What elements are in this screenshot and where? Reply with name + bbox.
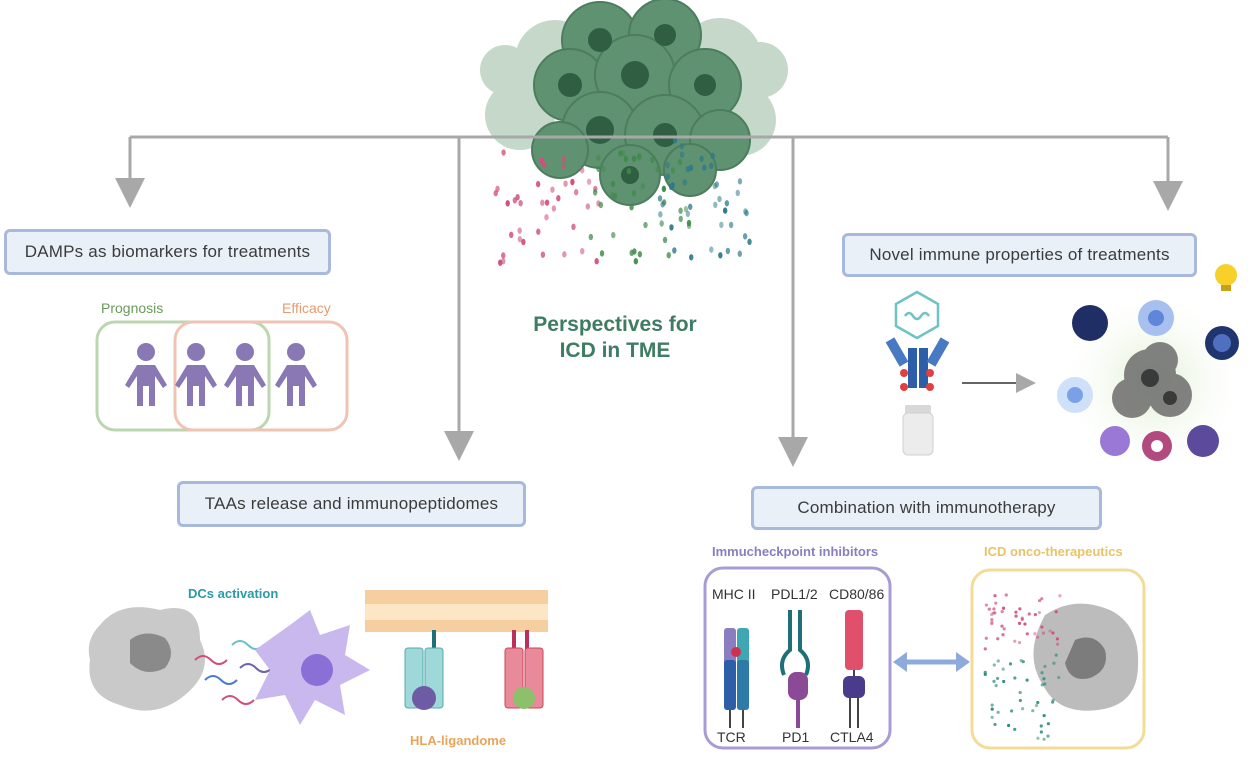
onco-particles: [983, 593, 1062, 741]
released-damps-particles: [493, 137, 752, 266]
efficacy-frame: [173, 320, 349, 432]
combination-box: Combination with immunotherapy: [751, 486, 1102, 530]
pd1-label: PD1: [782, 729, 810, 745]
person-icon: [175, 343, 217, 406]
virus-icon: [894, 290, 940, 340]
drug-bottle-icon: [902, 405, 934, 456]
tumor-cell-gray-icon: [1033, 603, 1139, 711]
person-icon: [125, 343, 167, 406]
pdl12-label: PDL1/2: [771, 586, 818, 602]
hla-class-ii-icon: [504, 630, 544, 709]
pdl1-pd1-icon: [780, 610, 810, 728]
prognosis-frame: [95, 320, 271, 432]
combination-double-arrow: [893, 652, 970, 672]
dendritic-cell-icon: [255, 610, 370, 725]
efficacy-label: Efficacy: [282, 300, 331, 316]
person-icon: [224, 343, 266, 406]
icd-onco-label: ICD onco-therapeutics: [984, 544, 1123, 559]
patient-group-icons: [125, 343, 317, 406]
title-line-2: ICD in TME: [559, 339, 671, 362]
immune-attack-icon: [1057, 287, 1248, 477]
cd8086-label: CD80/86: [829, 586, 885, 602]
mhc2-label: MHC II: [712, 586, 756, 602]
antibody-icon: [885, 337, 950, 391]
taas-box-label: TAAs release and immunopeptidomes: [204, 494, 499, 513]
tcr-label: TCR: [717, 729, 746, 745]
lightbulb-icon: [1215, 264, 1237, 291]
damps-box: DAMPs as biomarkers for treatments: [4, 229, 331, 275]
peptide-fragments-icon: [194, 640, 273, 705]
person-icon: [275, 343, 317, 406]
mhc-tcr-icon: [724, 628, 749, 728]
hla-ligandome-label: HLA-ligandome: [410, 733, 507, 748]
immucheckpoint-label: Immucheckpoint inhibitors: [712, 544, 879, 559]
connector-arrows: [115, 135, 1183, 467]
central-title: Perspectives for ICD in TME: [505, 312, 725, 364]
combination-box-label: Combination with immunotherapy: [797, 498, 1056, 517]
ctla4-label: CTLA4: [830, 729, 874, 745]
onco-frame: [970, 568, 1146, 750]
dcs-activation-label: DCs activation: [188, 586, 279, 601]
damps-box-label: DAMPs as biomarkers for treatments: [24, 242, 311, 261]
novel-properties-box: Novel immune properties of treatments: [842, 233, 1197, 277]
cell-membrane-icon: [365, 590, 548, 632]
dying-tumor-cell-icon: [88, 607, 205, 711]
title-line-1: Perspectives for: [533, 313, 697, 336]
checkpoint-frame: [703, 566, 892, 750]
novel-box-label: Novel immune properties of treatments: [869, 245, 1170, 264]
cd80-ctla4-icon: [843, 610, 865, 728]
tumor-cluster-icon: [480, 0, 788, 206]
prognosis-label: Prognosis: [101, 300, 164, 316]
taas-box: TAAs release and immunopeptidomes: [177, 481, 526, 527]
hla-class-i-icon: [404, 630, 444, 710]
